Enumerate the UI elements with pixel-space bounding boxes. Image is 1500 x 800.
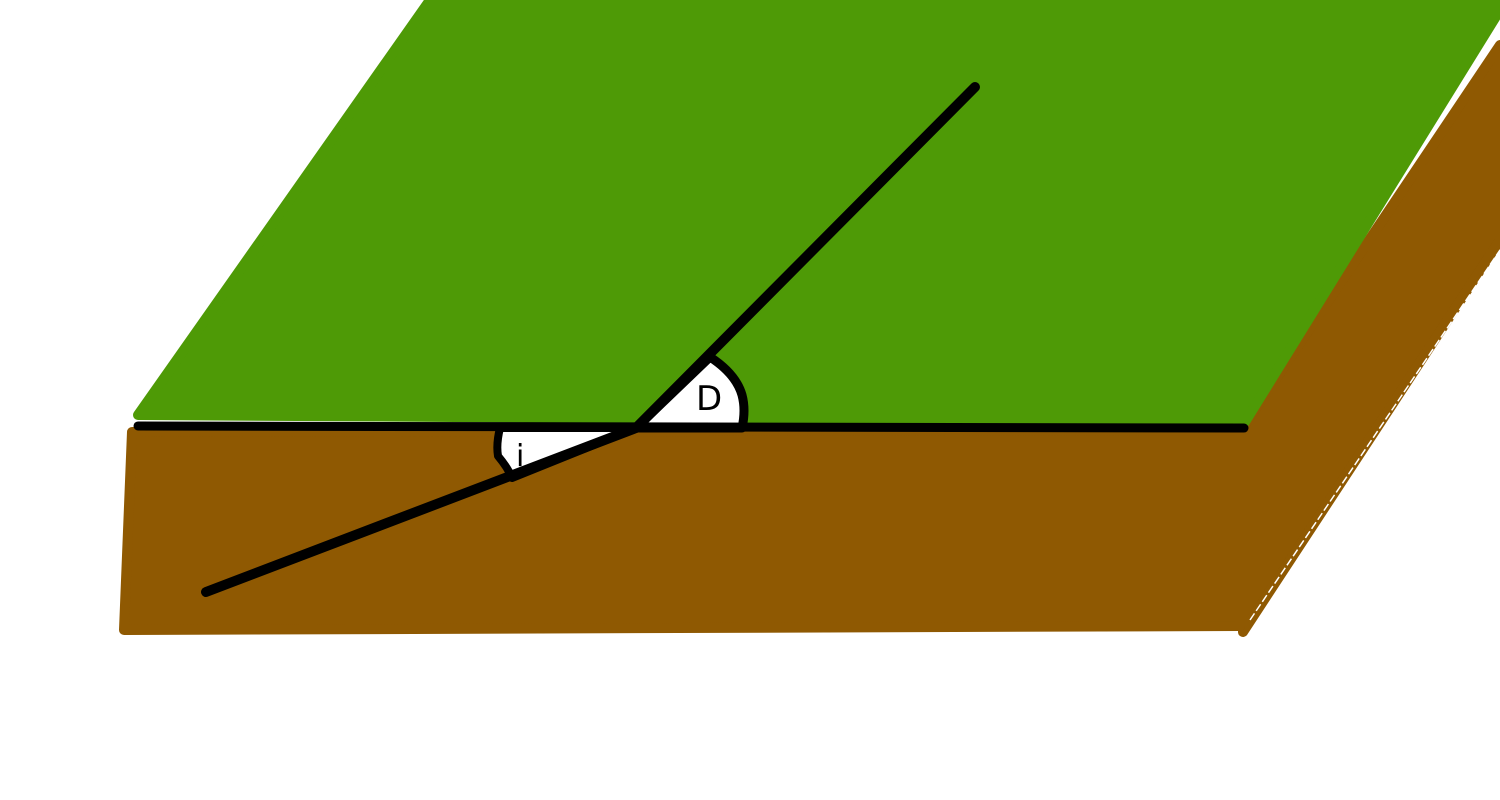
dip-angle-label: D (696, 379, 722, 419)
dip-direction-line (631, 82, 980, 433)
dip-angle-wedge (631, 352, 749, 433)
block-front-face (119, 425, 1245, 635)
strike-line (133, 421, 1249, 433)
side-face-bottom-highlight (1249, 249, 1500, 621)
block-top-surface (133, 0, 1500, 427)
inclination-angle-label: i (516, 439, 524, 474)
inclined-plane-trace (201, 423, 641, 597)
